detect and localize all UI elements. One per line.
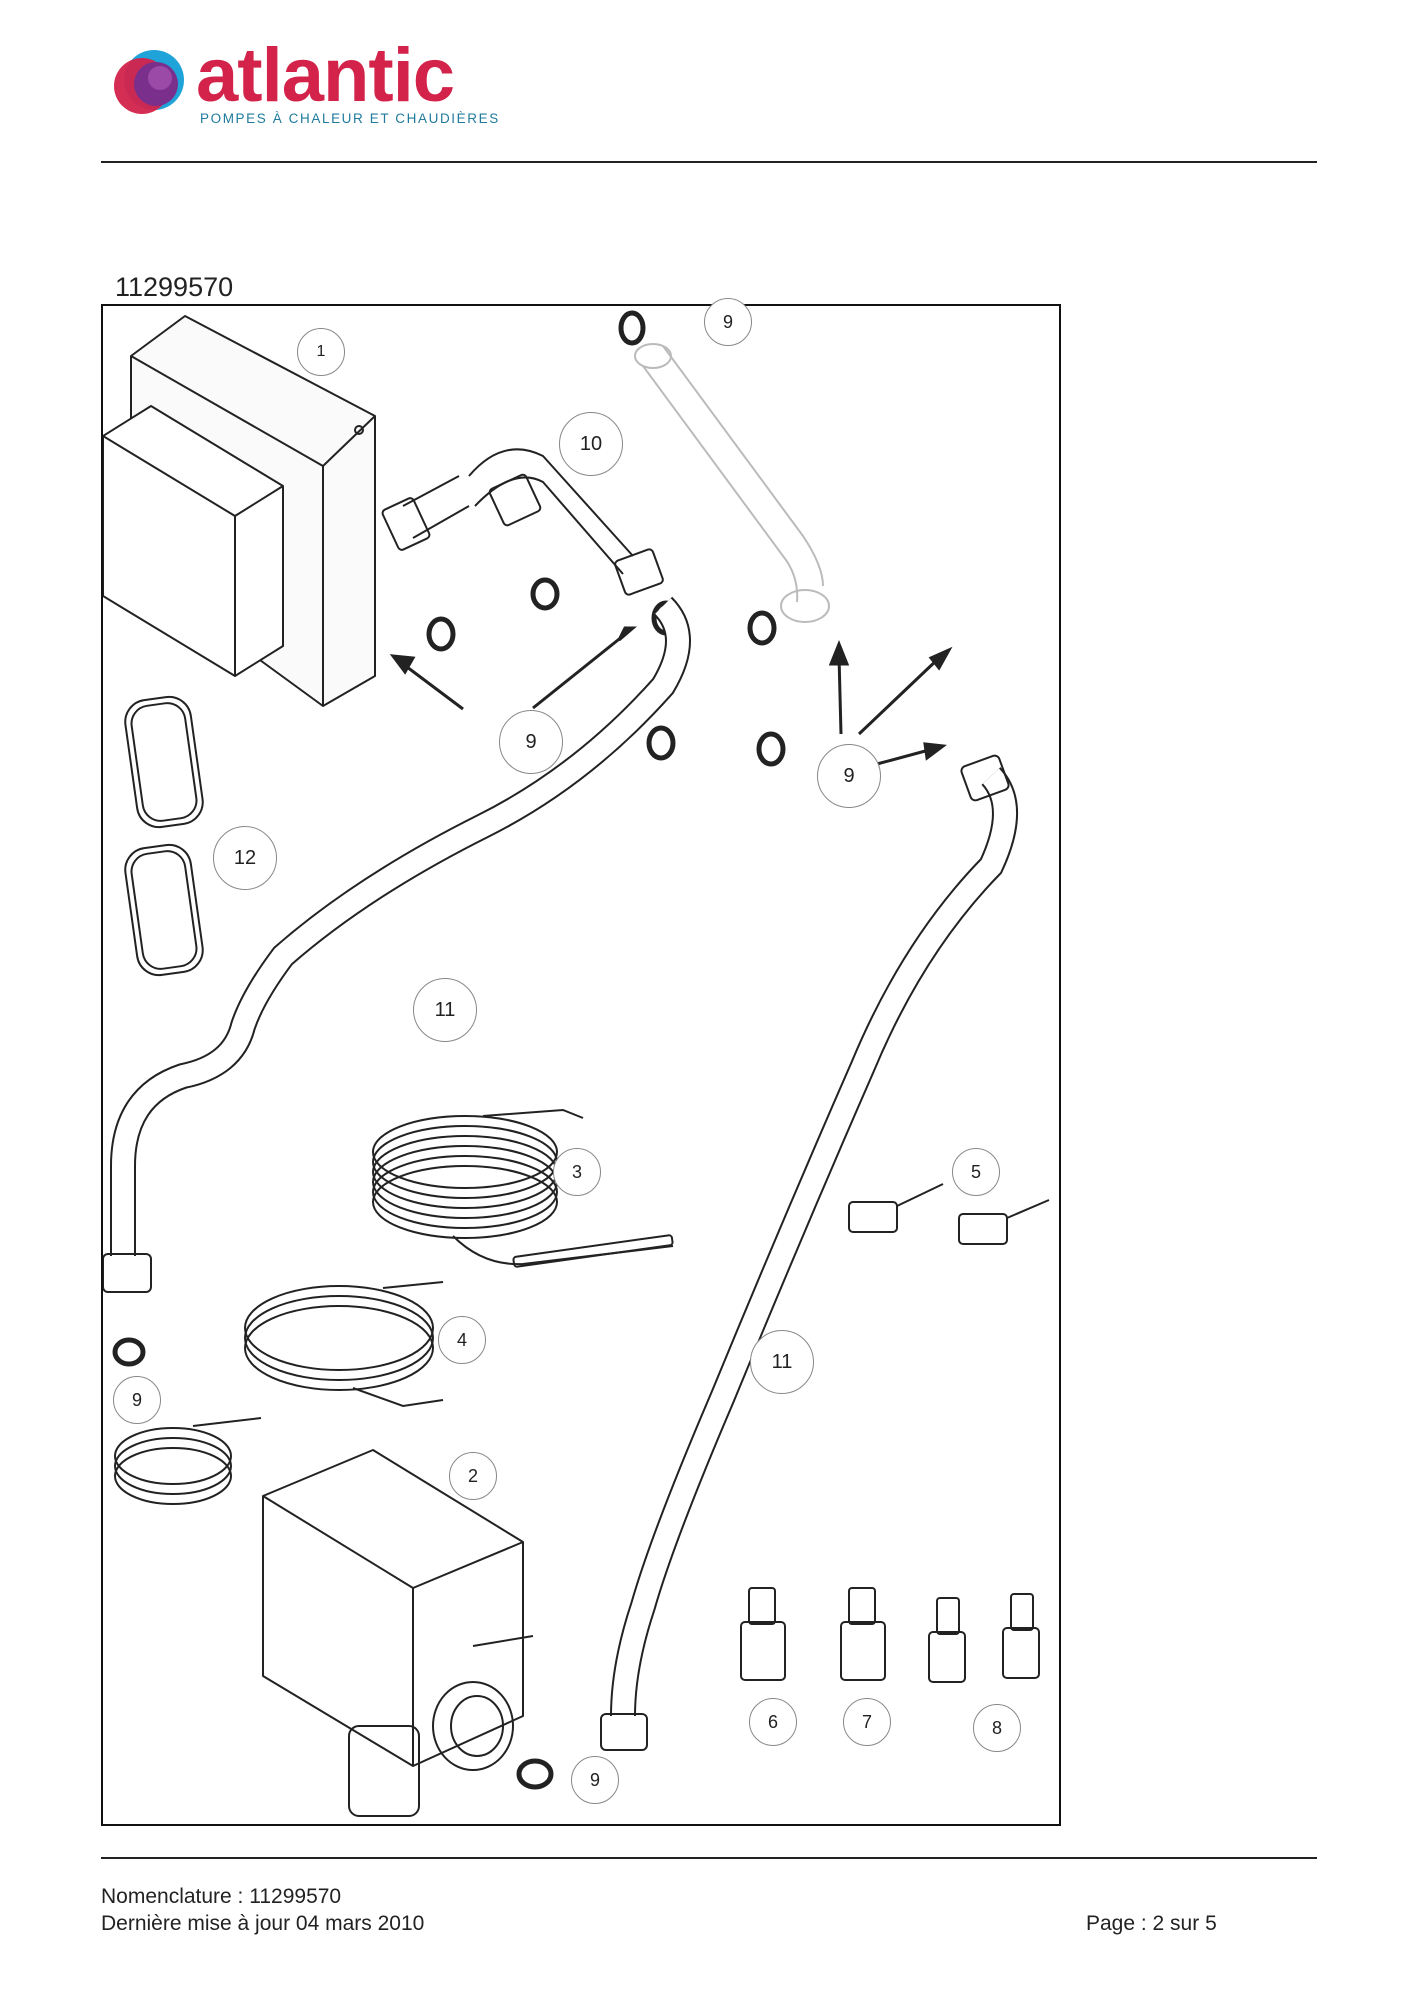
manifold-part <box>381 448 664 596</box>
callout-9: 9 <box>113 1376 161 1424</box>
wire-harness-part <box>244 1281 444 1408</box>
terminal-block-part <box>848 1183 1050 1245</box>
coiled-sensor-part <box>372 1108 674 1268</box>
footer-page-number: Page : 2 sur 5 <box>1086 1912 1217 1935</box>
document-reference: 11299570 <box>115 272 234 302</box>
callout-9: 9 <box>704 298 752 346</box>
callout-10: 10 <box>559 412 623 476</box>
callout-9: 9 <box>499 710 563 774</box>
callout-12: 12 <box>213 826 277 890</box>
brand-name: atlantic <box>196 33 455 118</box>
footer-last-update: Dernière mise à jour 04 mars 2010 <box>101 1912 425 1935</box>
footer-rule <box>101 1857 1317 1859</box>
callout-6: 6 <box>749 1698 797 1746</box>
callout-3: 3 <box>553 1148 601 1196</box>
motorized-valve-part <box>114 1417 534 1817</box>
callout-7: 7 <box>843 1698 891 1746</box>
callout-8: 8 <box>973 1704 1021 1752</box>
diagram-drawing <box>103 310 1050 1817</box>
header-rule <box>101 161 1317 163</box>
atlantic-logo-icon <box>114 50 184 114</box>
parts-diagram: 1 9 10 9 9 12 11 3 5 4 11 9 2 6 7 8 9 <box>101 298 1061 1826</box>
callout-9: 9 <box>817 744 881 808</box>
callout-9: 9 <box>571 1756 619 1804</box>
control-box-part <box>103 315 376 707</box>
brand-tagline: POMPES À CHALEUR ET CHAUDIÈRES <box>200 111 500 126</box>
footer-nomenclature: Nomenclature : 11299570 <box>101 1885 342 1908</box>
callout-1: 1 <box>297 328 345 376</box>
callout-11: 11 <box>750 1330 814 1394</box>
connector-plugs-part <box>740 1587 1040 1683</box>
callout-11: 11 <box>413 978 477 1042</box>
callout-2: 2 <box>449 1452 497 1500</box>
callout-5: 5 <box>952 1148 1000 1196</box>
callout-4: 4 <box>438 1316 486 1364</box>
